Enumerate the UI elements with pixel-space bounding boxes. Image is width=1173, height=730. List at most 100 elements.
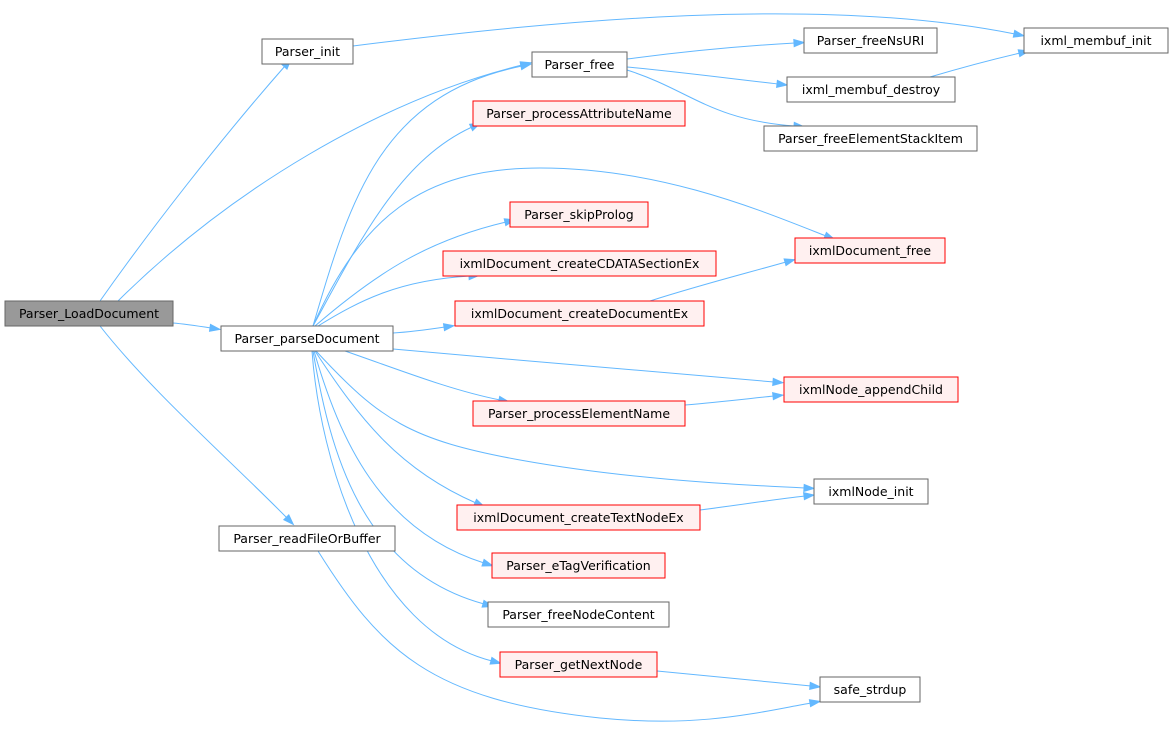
node-box — [803, 27, 938, 54]
node-textnode[interactable]: ixmlDocument_createTextNodeEx — [456, 504, 701, 531]
arrowhead-icon — [481, 558, 495, 567]
edge-line — [315, 350, 806, 489]
node-getnext[interactable]: Parser_getNextNode — [499, 651, 658, 678]
node-freenodec[interactable]: Parser_freeNodeContent — [487, 601, 670, 628]
node-membufinit[interactable]: ixml_membuf_init — [1023, 27, 1169, 54]
nodes-layer: Parser_LoadDocument Parser_initParser_par… — [4, 27, 1169, 703]
edge-line — [626, 69, 796, 127]
node-init[interactable]: Parser_init — [261, 38, 354, 65]
arrowhead-icon — [808, 699, 822, 708]
node-docfree[interactable]: ixmlDocument_free — [794, 237, 946, 264]
node-label: Parser_freeNsURI — [817, 33, 924, 48]
edge-line — [626, 66, 779, 85]
node-freensuri[interactable]: Parser_freeNsURI — [803, 27, 938, 54]
edge-free-to-membufdest — [626, 66, 789, 89]
node-label: Parser_processAttributeName — [486, 106, 672, 121]
node-box — [813, 478, 929, 505]
node-createdoc[interactable]: ixmlDocument_createDocumentEx — [454, 300, 705, 327]
node-box — [509, 201, 649, 228]
node-label: ixmlDocument_createTextNodeEx — [473, 510, 683, 525]
node-strdup[interactable]: safe_strdup — [819, 676, 921, 703]
node-readfile[interactable]: Parser_readFileOrBuffer — [218, 525, 396, 552]
node-label: Parser_freeElementStackItem — [778, 131, 963, 146]
arrowhead-icon — [809, 681, 822, 691]
edge-line — [392, 326, 446, 334]
arrowhead-icon — [1012, 29, 1026, 38]
edge-parse-to-textnode — [314, 350, 486, 508]
arrowhead-icon — [783, 258, 797, 267]
edge-parse-to-nodeinit — [315, 350, 816, 493]
edge-line — [929, 52, 1021, 78]
edge-parse-to-createdoc — [392, 323, 456, 334]
edge-membufdest-to-membufinit — [929, 49, 1031, 78]
node-box — [819, 676, 921, 703]
edge-line — [99, 65, 286, 302]
node-free[interactable]: Parser_free — [531, 51, 628, 78]
edge-line — [312, 65, 523, 327]
edge-line — [314, 221, 507, 327]
node-box — [4, 300, 174, 327]
node-appendchild[interactable]: ixmlNode_appendChild — [783, 376, 959, 403]
edge-line — [312, 167, 827, 327]
node-label: Parser_getNextNode — [515, 657, 643, 672]
node-label: ixmlNode_appendChild — [799, 382, 943, 397]
node-box — [220, 325, 394, 352]
edge-line — [626, 42, 796, 60]
node-box — [531, 51, 628, 78]
node-label: Parser_LoadDocument — [19, 306, 159, 321]
edge-line — [117, 64, 523, 302]
node-box — [442, 250, 717, 277]
node-skipprolog[interactable]: Parser_skipProlog — [509, 201, 649, 228]
node-box — [218, 525, 396, 552]
edge-parse-to-etag — [313, 350, 495, 567]
node-label: Parser_processElementName — [488, 406, 670, 421]
node-box — [454, 300, 705, 327]
edge-parse-to-freenodec — [312, 350, 495, 608]
node-elemname[interactable]: Parser_processElementName — [472, 400, 686, 427]
edge-line — [352, 13, 1016, 47]
edge-free-to-freensuri — [626, 38, 806, 60]
node-cdata[interactable]: ixmlDocument_createCDATASectionEx — [442, 250, 717, 277]
node-freestack[interactable]: Parser_freeElementStackItem — [763, 125, 978, 152]
node-attrname[interactable]: Parser_processAttributeName — [472, 100, 686, 127]
edge-elemname-to-appendchild — [684, 391, 785, 406]
arrowhead-icon — [772, 391, 785, 401]
node-label: Parser_freeNodeContent — [502, 607, 654, 622]
edge-line — [99, 325, 288, 519]
edge-load-to-readfile — [99, 325, 295, 526]
node-label: ixml_membuf_init — [1040, 33, 1151, 48]
node-load[interactable]: Parser_LoadDocument — [4, 300, 174, 327]
node-label: ixmlDocument_free — [809, 243, 931, 258]
node-box — [491, 552, 666, 579]
node-label: Parser_eTagVerification — [506, 558, 650, 573]
node-parse[interactable]: Parser_parseDocument — [220, 325, 394, 352]
edge-line — [699, 495, 806, 511]
edge-readfile-to-strdup — [317, 550, 822, 722]
node-label: ixmlDocument_createCDATASectionEx — [460, 256, 700, 271]
arrowhead-icon — [489, 656, 503, 665]
arrowhead-icon — [519, 62, 533, 71]
edge-line — [656, 670, 812, 687]
node-box — [472, 100, 686, 127]
node-box — [456, 504, 701, 531]
edge-parse-to-free — [312, 62, 533, 327]
edge-line — [344, 350, 501, 401]
node-etag[interactable]: Parser_eTagVerification — [491, 552, 666, 579]
edge-load-to-init — [99, 58, 292, 302]
node-box — [499, 651, 658, 678]
edges-layer — [99, 13, 1031, 722]
edge-init-to-membufinit — [352, 13, 1026, 47]
edge-line — [317, 275, 471, 327]
node-membufdest[interactable]: ixml_membuf_destroy — [786, 76, 956, 103]
node-box — [487, 601, 670, 628]
arrowhead-icon — [793, 38, 806, 48]
node-box — [794, 237, 946, 264]
node-label: ixml_membuf_destroy — [802, 82, 941, 97]
arrowhead-icon — [772, 377, 785, 387]
node-nodeinit[interactable]: ixmlNode_init — [813, 478, 929, 505]
node-label: Parser_free — [544, 57, 614, 72]
edge-line — [314, 350, 477, 504]
edge-line — [317, 550, 812, 722]
